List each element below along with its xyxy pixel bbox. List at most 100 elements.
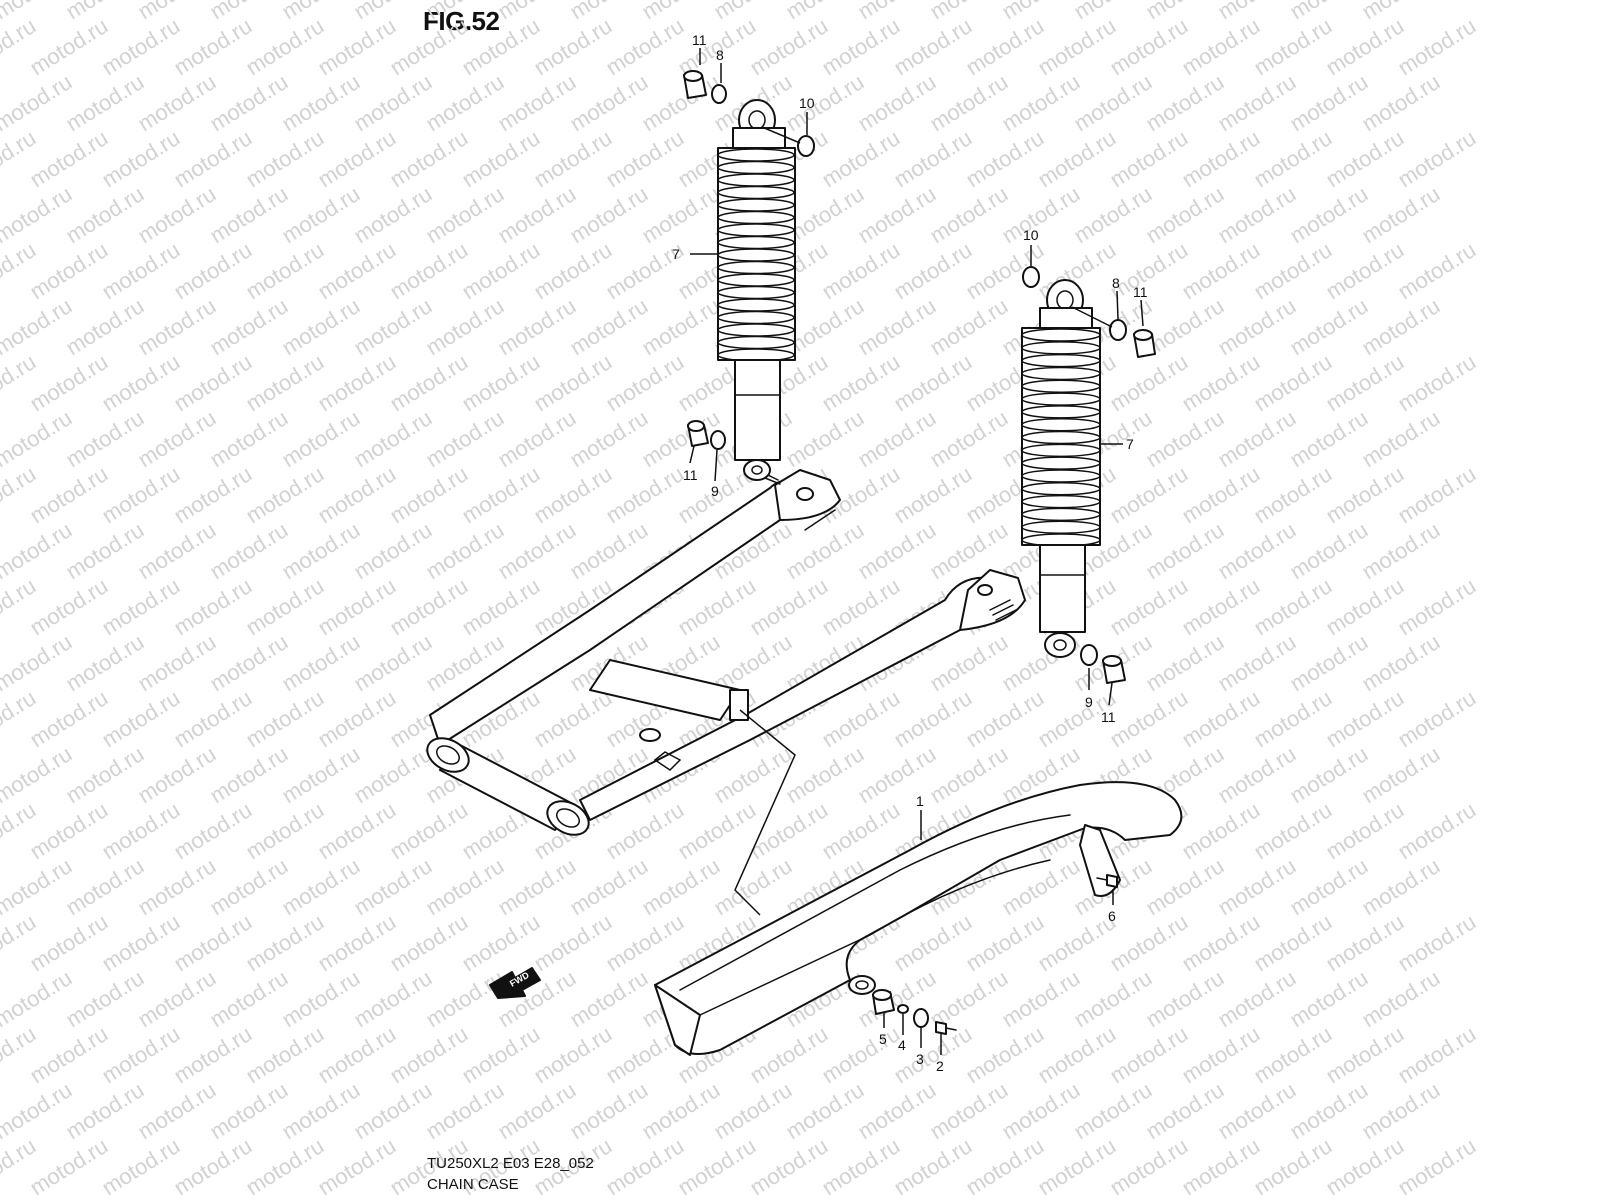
watermark-text: motod.ru (61, 293, 148, 360)
watermark-text: motod.ru (1213, 517, 1300, 584)
watermark-text: motod.ru (169, 461, 256, 528)
watermark-text: motod.ru (313, 349, 400, 416)
watermark-text: motod.ru (313, 1133, 400, 1200)
model-code: TU250XL2 E03 E28_052 (427, 1155, 594, 1172)
spring-coil (1021, 405, 1101, 419)
watermark-text: motod.ru (529, 13, 616, 80)
watermark-text: motod.ru (961, 1133, 1048, 1200)
callout-9: 9 (711, 483, 719, 499)
watermark-text: motod.ru (277, 629, 364, 696)
watermark-text: motod.ru (241, 237, 328, 304)
watermark-text: motod.ru (1285, 965, 1372, 1032)
watermark-text: motod.ru (1141, 1077, 1228, 1144)
watermark-text: motod.ru (457, 573, 544, 640)
watermark-text: motod.ru (61, 965, 148, 1032)
watermark-text: motod.ru (1249, 1021, 1336, 1088)
watermark-text: motod.ru (25, 461, 112, 528)
watermark-text: motod.ru (529, 125, 616, 192)
watermark-text: motod.ru (1177, 461, 1264, 528)
watermark-text: motod.ru (349, 405, 436, 472)
watermark-text: motod.ru (853, 517, 940, 584)
watermark-text: motod.ru (1033, 1021, 1120, 1088)
watermark-text: motod.ru (565, 69, 652, 136)
watermark-text: motod.ru (889, 909, 976, 976)
watermark-text: motod.ru (169, 125, 256, 192)
watermark-text: motod.ru (1321, 1133, 1408, 1200)
watermark-text: motod.ru (889, 349, 976, 416)
watermark-text: motod.ru (1321, 797, 1408, 864)
callout-10: 10 (1023, 227, 1039, 243)
watermark-text: motod.ru (1033, 125, 1120, 192)
watermark-text: motod.ru (745, 1021, 832, 1088)
watermark-text: motod.ru (925, 1077, 1012, 1144)
watermark-text: motod.ru (1393, 125, 1480, 192)
watermark-text: motod.ru (349, 517, 436, 584)
watermark-text: motod.ru (493, 293, 580, 360)
watermark-text: motod.ru (1357, 69, 1444, 136)
watermark-text: motod.ru (1357, 853, 1444, 920)
watermark-text: motod.ru (1285, 405, 1372, 472)
watermark-text: motod.ru (349, 741, 436, 808)
watermark-text: motod.ru (1213, 853, 1300, 920)
watermark-text: motod.ru (241, 1021, 328, 1088)
watermark-text: motod.ru (25, 573, 112, 640)
watermark-text: motod.ru (169, 909, 256, 976)
watermark-text: motod.ru (25, 685, 112, 752)
watermark-text: motod.ru (457, 909, 544, 976)
callout-8: 8 (1112, 275, 1120, 291)
watermark-text: motod.ru (385, 125, 472, 192)
watermark-text: motod.ru (169, 1133, 256, 1200)
watermark-text: motod.ru (169, 13, 256, 80)
watermark-text: motod.ru (853, 405, 940, 472)
callout-11: 11 (1101, 709, 1116, 725)
watermark-text: motod.ru (349, 181, 436, 248)
watermark-text: motod.ru (1393, 461, 1480, 528)
watermark-text: motod.ru (853, 293, 940, 360)
watermark-text: motod.ru (529, 349, 616, 416)
watermark-text: motod.ru (313, 685, 400, 752)
watermark-text: motod.ru (349, 1077, 436, 1144)
watermark-text: motod.ru (1249, 797, 1336, 864)
watermark-text: motod.ru (1105, 461, 1192, 528)
watermark-text: motod.ru (61, 181, 148, 248)
watermark-text: motod.ru (1141, 517, 1228, 584)
watermark-text: motod.ru (313, 13, 400, 80)
watermark-text: motod.ru (1105, 13, 1192, 80)
watermark-text: motod.ru (313, 461, 400, 528)
watermark-text: motod.ru (889, 125, 976, 192)
watermark-text: motod.ru (1321, 685, 1408, 752)
watermark-text: motod.ru (817, 13, 904, 80)
spring-coil (1021, 469, 1101, 483)
watermark-text: motod.ru (1357, 1077, 1444, 1144)
watermark-text: motod.ru (1321, 13, 1408, 80)
watermark-text: motod.ru (709, 853, 796, 920)
watermark-text: motod.ru (385, 349, 472, 416)
watermark-text: motod.ru (205, 69, 292, 136)
watermark-text: motod.ru (1285, 517, 1372, 584)
chain-case-hardware (872, 874, 1118, 1035)
watermark-text: motod.ru (349, 69, 436, 136)
spring-coil (1021, 417, 1101, 432)
watermark-text: motod.ru (601, 125, 688, 192)
watermark-text: motod.ru (277, 69, 364, 136)
spring-coil (1021, 456, 1101, 470)
watermark-text: motod.ru (1321, 349, 1408, 416)
watermark-text: motod.ru (1321, 237, 1408, 304)
watermark-text: motod.ru (817, 1021, 904, 1088)
watermark-text: motod.ru (1177, 909, 1264, 976)
watermark-text: motod.ru (1105, 685, 1192, 752)
watermark-text: motod.ru (61, 853, 148, 920)
watermark-text: motod.ru (1285, 293, 1372, 360)
watermark-text: motod.ru (97, 349, 184, 416)
watermark-text: motod.ru (133, 293, 220, 360)
watermark-text: motod.ru (1393, 1021, 1480, 1088)
spring-coil (1021, 328, 1101, 342)
watermark-text: motod.ru (1105, 1021, 1192, 1088)
watermark-text: motod.ru (133, 517, 220, 584)
watermark-text: motod.ru (1321, 909, 1408, 976)
watermark-text: motod.ru (1177, 573, 1264, 640)
watermark-text: motod.ru (1105, 573, 1192, 640)
watermark-text: motod.ru (97, 909, 184, 976)
watermark-text: motod.ru (529, 685, 616, 752)
watermark-text: motod.ru (1249, 573, 1336, 640)
